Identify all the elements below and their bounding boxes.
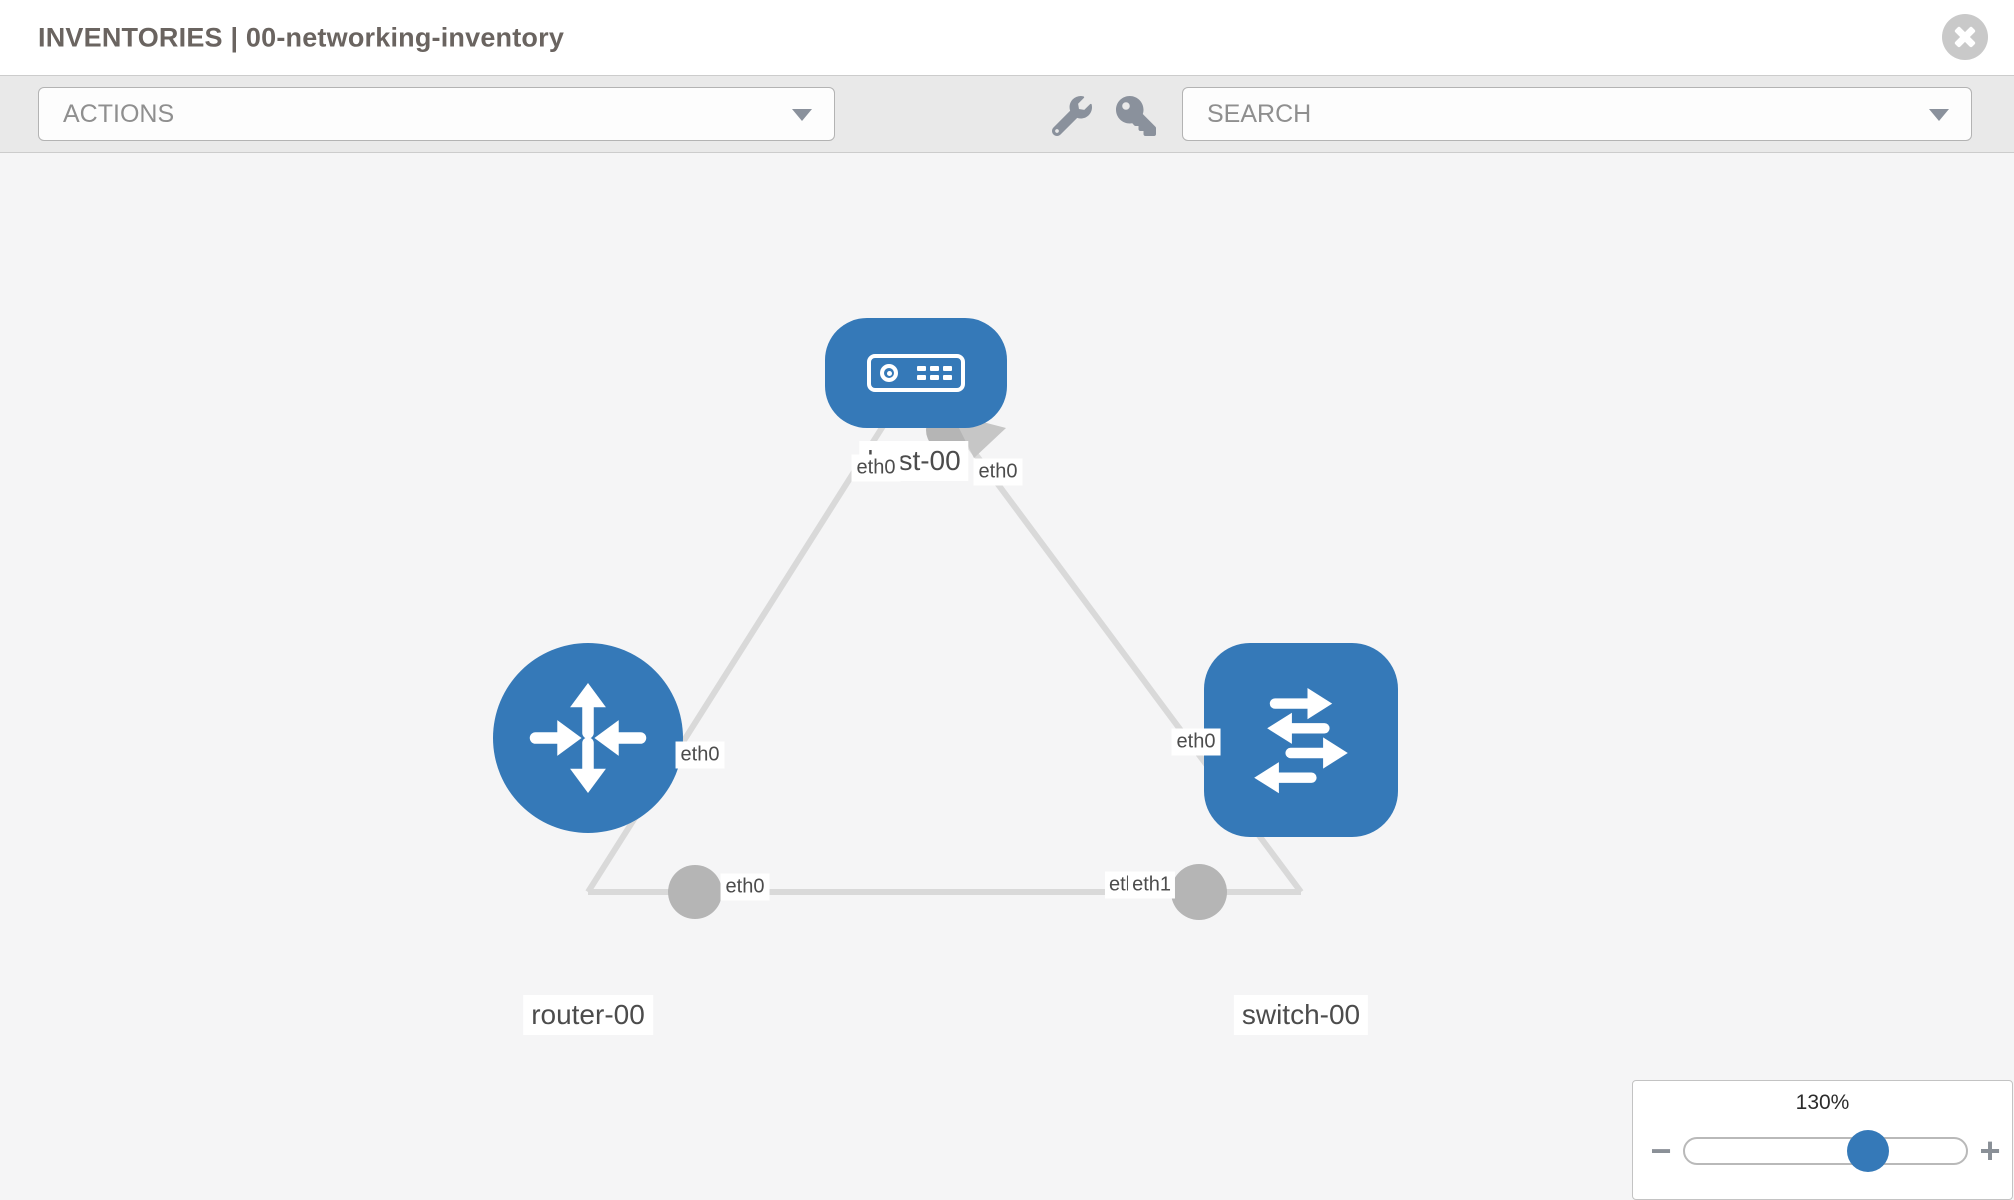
zoom-row: − +: [1633, 1129, 2012, 1173]
node-switch-00[interactable]: [1204, 643, 1398, 837]
key-icon[interactable]: [1116, 96, 1156, 136]
page-title: INVENTORIES | 00-networking-inventory: [38, 22, 565, 52]
interface-label: eth1: [1128, 871, 1176, 899]
actions-dropdown-label: ACTIONS: [63, 99, 175, 128]
switch-icon: [1254, 688, 1348, 794]
zoom-level: 130%: [1795, 1091, 1850, 1114]
zoom-slider-thumb[interactable]: [1846, 1130, 1889, 1172]
host-icon-vents: [917, 366, 952, 380]
host-icon-ring: [880, 364, 898, 382]
interface-dot: [1171, 864, 1227, 920]
interface-label-overlapping: etl eth1: [1104, 871, 1176, 899]
host-icon: [867, 354, 965, 392]
actions-dropdown[interactable]: ACTIONS: [38, 87, 835, 141]
node-label-switch: switch-00: [1233, 995, 1369, 1035]
router-icon: [529, 682, 647, 794]
toolbar: ACTIONS SEARCH: [0, 75, 2014, 153]
wrench-icon[interactable]: [1052, 96, 1092, 136]
chevron-down-icon: [1929, 109, 1949, 121]
interface-label: eth0: [1171, 728, 1221, 756]
topology-canvas[interactable]: host-00 router-00 switch-00 eth0 eth0 et…: [0, 154, 2014, 1200]
chevron-down-icon: [792, 109, 812, 121]
interface-label: eth0: [675, 741, 725, 769]
topology-links[interactable]: [0, 154, 2014, 1200]
close-icon[interactable]: [1942, 14, 1988, 60]
zoom-slider[interactable]: [1683, 1130, 1968, 1172]
interface-label: eth0: [720, 873, 770, 901]
node-router-00[interactable]: [493, 643, 683, 833]
search-dropdown[interactable]: SEARCH: [1182, 87, 1972, 141]
search-dropdown-label: SEARCH: [1207, 99, 1312, 128]
interface-label: eth0: [973, 458, 1023, 486]
zoom-out-button[interactable]: −: [1650, 1130, 1672, 1171]
interface-label: eth0: [851, 454, 901, 482]
panel-header: INVENTORIES | 00-networking-inventory: [0, 0, 2014, 75]
node-host-00[interactable]: [825, 318, 1007, 428]
zoom-panel: 130% − +: [1632, 1080, 2013, 1200]
interface-dot: [668, 865, 722, 919]
zoom-in-button[interactable]: +: [1979, 1130, 2001, 1171]
node-label-router: router-00: [523, 995, 653, 1035]
